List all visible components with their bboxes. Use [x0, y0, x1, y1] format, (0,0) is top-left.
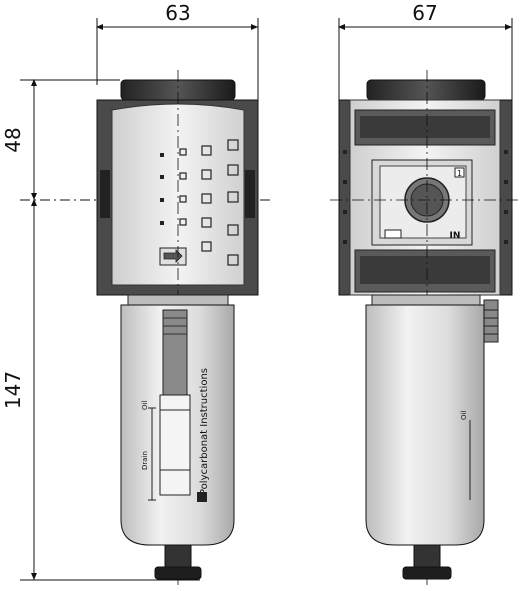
- dim-top-height: 48: [1, 127, 25, 152]
- side-bowl: [365, 304, 485, 546]
- warning-icon: [197, 492, 207, 502]
- side-lock-tab: [483, 299, 499, 343]
- front-level-window: [159, 394, 191, 496]
- front-drain-knob: [154, 566, 202, 580]
- dim-front-width: 63: [165, 1, 190, 25]
- dimension-147: 147: [1, 199, 200, 581]
- flow-arrow-icon: [163, 249, 183, 263]
- bowl-instruction-text: Polycarbonat Instructions: [199, 368, 210, 495]
- dim-side-width: 67: [412, 1, 437, 25]
- front-right-slot: [245, 170, 255, 218]
- side-drain-knob: [402, 566, 452, 580]
- front-drain-valve: [164, 544, 192, 568]
- front-left-slot: [100, 170, 110, 218]
- side-drain-valve: [413, 544, 441, 568]
- front-small-dots: [160, 153, 164, 225]
- label-oil-left: Oil: [141, 401, 149, 410]
- dim-bowl-height: 147: [1, 371, 25, 409]
- side-mount-dots: [343, 150, 508, 244]
- side-view: 1 IN Oil: [330, 70, 520, 585]
- label-port-number: 1: [457, 169, 462, 178]
- dimension-63: 63: [96, 1, 259, 110]
- label-oil-right: Oil: [460, 411, 468, 420]
- front-view: Oil Drain Polycarbonat Instructions: [96, 70, 259, 585]
- side-top-cap: [366, 79, 486, 101]
- dimension-67: 67: [338, 1, 513, 110]
- label-drain-left: Drain: [141, 451, 149, 470]
- front-indicator-grid: [179, 139, 239, 266]
- label-port-in: IN: [450, 231, 461, 241]
